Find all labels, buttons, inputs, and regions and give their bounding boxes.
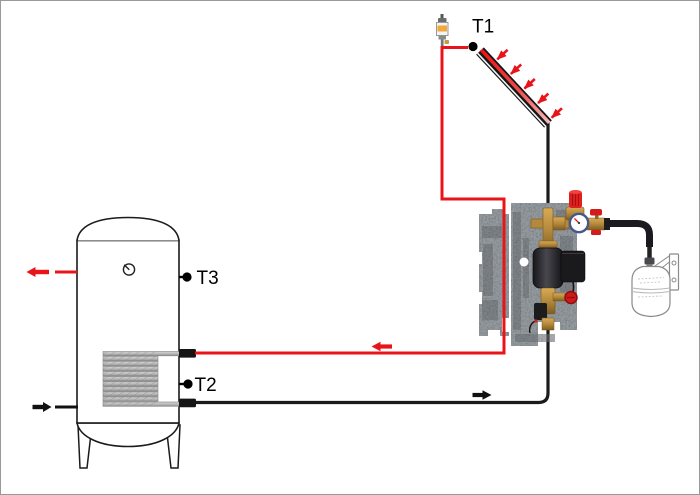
tank-port-top (179, 349, 196, 358)
pump-sensor (534, 303, 547, 320)
air-vent-icon (436, 14, 449, 46)
sensor-t2: T2 (179, 375, 217, 396)
hot-water-outlet-arrow (26, 267, 77, 277)
brass-nut (552, 216, 566, 231)
tank-port-bottom (179, 398, 196, 408)
sensor-dot-t1 (468, 41, 478, 52)
return-flow-arrow (472, 390, 492, 400)
pump-flange (538, 240, 558, 249)
supply-flow-arrow (371, 341, 392, 352)
sensor-led (534, 319, 538, 323)
heat-exchanger-coil (102, 351, 181, 407)
solar-collector (476, 47, 563, 128)
sensor-label-t3: T3 (197, 268, 219, 289)
collector-absorber (479, 48, 551, 125)
thermometer-icon (122, 263, 136, 276)
sun-ray-arrow (496, 48, 509, 61)
sensor-t1: T1 (468, 17, 494, 52)
cold-water-inlet-arrow (32, 402, 78, 412)
pressure-gauge-icon (568, 212, 590, 234)
solar-pump-station (477, 190, 610, 346)
solar-return-pipe (195, 122, 550, 405)
sensor-dot-t2 (183, 379, 193, 389)
collector-glass-edge (477, 52, 547, 127)
sun-ray-arrows (496, 48, 563, 119)
pump-controller (560, 250, 586, 283)
sensor-label-t2: T2 (195, 375, 217, 396)
expansion-hose (606, 220, 653, 247)
fill-valve-icon (585, 209, 607, 235)
coil-spiral-texture (103, 352, 158, 406)
expansion-group (606, 220, 680, 318)
circulation-pump (532, 247, 564, 289)
sensor-dot-t3 (182, 272, 192, 282)
sun-ray-arrow (510, 63, 523, 75)
vessel-print (637, 277, 665, 298)
expansion-vessel (631, 265, 671, 318)
sensor-label-t1: T1 (472, 17, 494, 38)
sun-ray-arrow (523, 78, 536, 90)
storage-tank (76, 216, 196, 469)
lower-valve-icon (540, 287, 578, 315)
tank-dome-top (76, 216, 180, 241)
sensor-t3: T3 (179, 268, 219, 289)
station-fittings (528, 190, 610, 334)
tank-outline (76, 216, 180, 448)
cold-pipe-path (195, 122, 550, 405)
tank-dish-bottom (76, 422, 180, 448)
sun-ray-arrow (550, 107, 563, 119)
vessel-union (644, 257, 655, 265)
solar-supply-pipe (195, 46, 506, 355)
sun-ray-arrow (537, 92, 550, 105)
station-bottom-fitting (541, 317, 555, 331)
